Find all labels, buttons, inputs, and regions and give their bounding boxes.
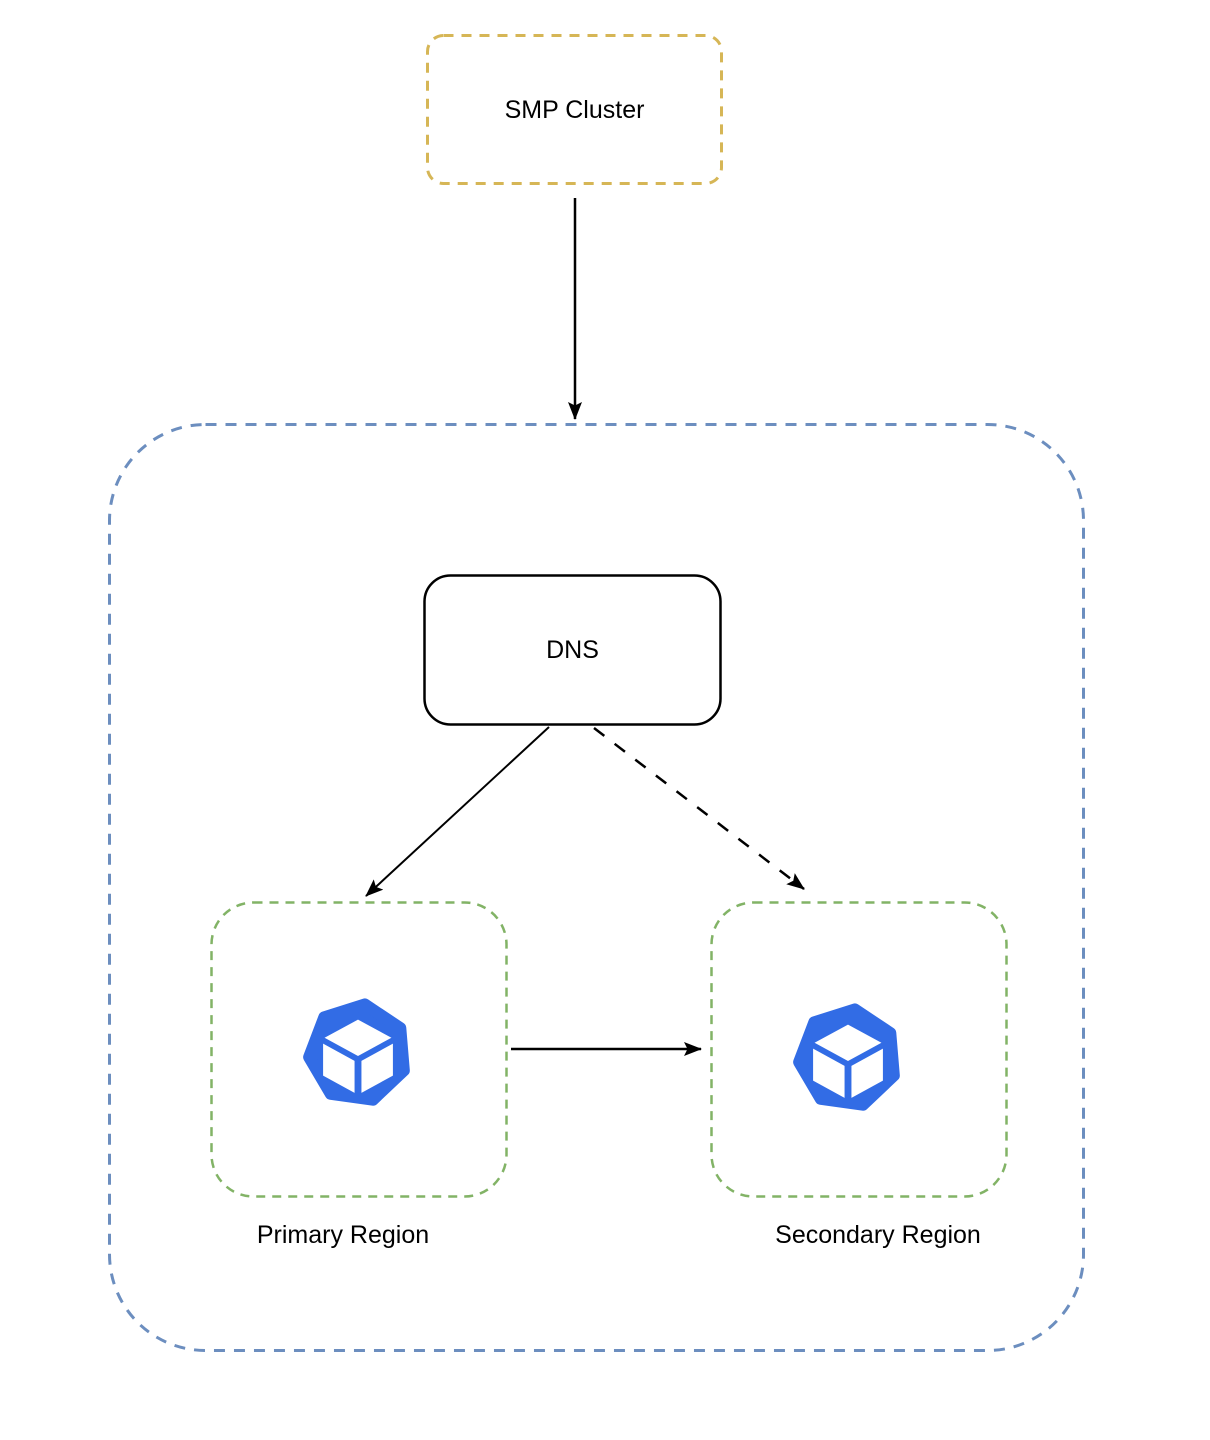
smp-cluster-label: SMP Cluster [504, 95, 645, 124]
smp-cluster-border [426, 34, 723, 185]
primary-region-border [210, 901, 508, 1198]
outer-container-border [108, 423, 1085, 1352]
secondary-region-border [710, 901, 1008, 1198]
node-primary-region [210, 901, 508, 1198]
workload-cube-icon [299, 994, 417, 1112]
node-smp-cluster: SMP Cluster [426, 34, 723, 185]
primary-region-label: Primary Region [256, 1221, 430, 1249]
secondary-region-label: Secondary Region [775, 1221, 981, 1249]
dns-border [423, 574, 722, 726]
node-dns: DNS [423, 574, 722, 726]
dns-label: DNS [546, 636, 599, 664]
node-outer-container [108, 423, 1085, 1352]
node-secondary-region [710, 901, 1008, 1198]
workload-cube-icon [789, 999, 907, 1117]
